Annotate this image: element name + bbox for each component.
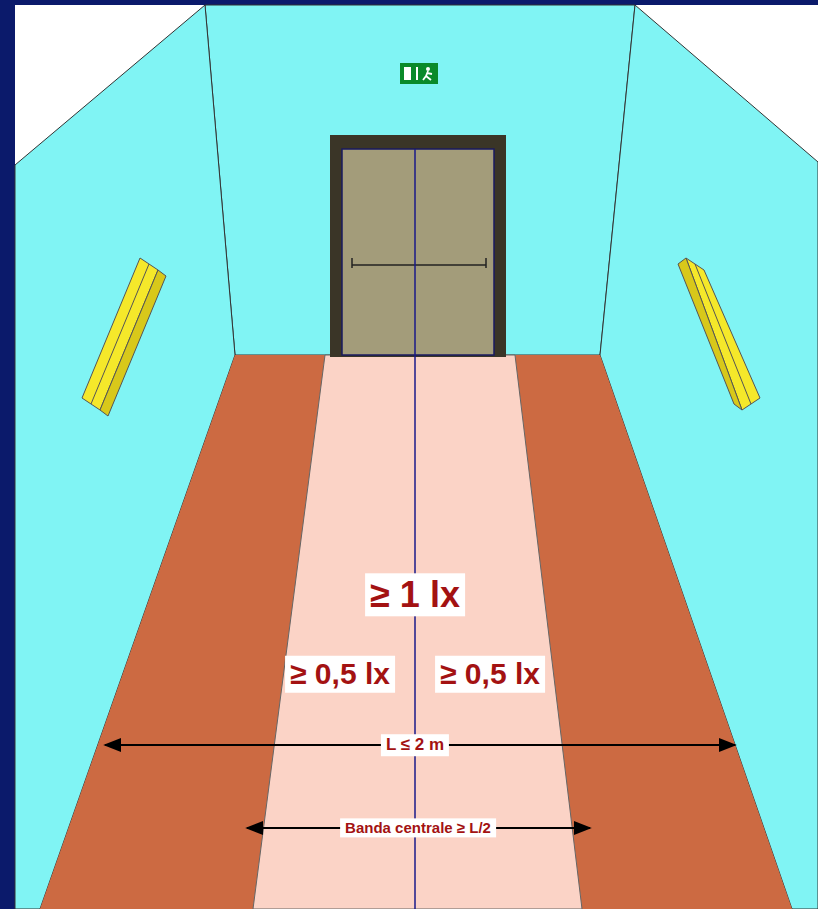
illuminance-value: ≥ 1 lx <box>365 573 465 616</box>
exit-sign-figure <box>426 67 430 71</box>
emergency-luminaire <box>91 264 149 404</box>
floor-side-band <box>40 355 792 909</box>
exit-sign-door <box>404 67 411 80</box>
emergency-luminaire <box>678 258 742 410</box>
door-frame <box>330 135 506 357</box>
central-band <box>253 355 582 909</box>
panic-bar <box>485 258 487 268</box>
door <box>342 149 494 355</box>
ceiling <box>15 5 818 909</box>
exit-sign-figure <box>423 71 432 80</box>
exit-sign <box>400 63 438 84</box>
centre-line <box>414 149 416 909</box>
emergency-luminaire <box>100 270 166 416</box>
exit-sign-arrow <box>416 67 418 80</box>
illuminance-value: ≥ 0,5 lx <box>285 656 395 693</box>
panic-bar <box>352 264 486 266</box>
panic-bar <box>351 258 353 268</box>
back-wall <box>205 5 635 355</box>
emergency-luminaire <box>686 258 760 410</box>
illuminance-value: ≥ 0,5 lx <box>435 656 545 693</box>
emergency-luminaire <box>695 264 751 404</box>
dimension-label: L ≤ 2 m <box>381 734 449 756</box>
dimension-label: Banda centrale ≥ L/2 <box>340 818 496 837</box>
